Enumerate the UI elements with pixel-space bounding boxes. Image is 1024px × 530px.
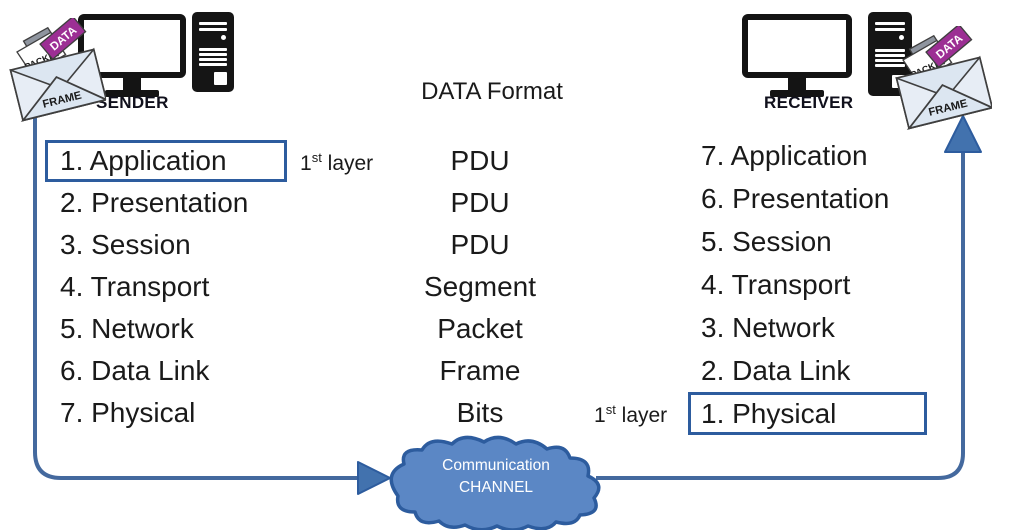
tower-vent bbox=[199, 28, 227, 31]
flow-line-receiver-up bbox=[596, 150, 965, 480]
tower-vent bbox=[199, 22, 227, 25]
osi-layer-row: 4. Transport bbox=[701, 268, 851, 300]
tower-vent bbox=[875, 59, 905, 62]
note-ordinal-suffix: st bbox=[605, 402, 616, 417]
tower-power-led bbox=[899, 35, 904, 40]
data-tag: DATA bbox=[925, 26, 973, 69]
osi-layer-row: 6. Data Link bbox=[60, 355, 210, 386]
monitor-neck bbox=[123, 78, 141, 90]
data-format-value: PDU bbox=[450, 187, 510, 218]
tower-vent bbox=[199, 63, 227, 66]
arrowhead-right-icon bbox=[357, 461, 391, 495]
envelope-flap-front bbox=[906, 83, 992, 130]
osi-layer-row: 3. Session bbox=[60, 229, 191, 260]
tower-vent bbox=[199, 58, 227, 61]
first-layer-note-sender: 1st layer bbox=[300, 150, 373, 176]
data-format-value: PDU bbox=[450, 229, 510, 260]
flow-line-sender-down bbox=[33, 118, 358, 480]
osi-layer-row: 5. Session bbox=[701, 225, 832, 257]
sender-envelope-icon: PACKET DATA FRAME bbox=[9, 18, 106, 122]
osi-layer-row-highlighted: 1. Physical bbox=[688, 392, 927, 435]
data-format-value: Packet bbox=[437, 313, 523, 344]
arrowhead-up-icon bbox=[944, 115, 982, 153]
data-format-column: PDU PDU PDU Segment Packet Frame Bits bbox=[380, 140, 580, 434]
note-text: layer bbox=[615, 404, 668, 427]
tower-vent bbox=[875, 22, 905, 25]
sender-label: SENDER bbox=[96, 93, 169, 112]
channel-label-line1: Communication bbox=[442, 457, 550, 474]
monitor-neck bbox=[788, 78, 806, 90]
sender-monitor-icon bbox=[78, 14, 186, 112]
tower-vent bbox=[875, 64, 905, 67]
monitor-base bbox=[105, 90, 159, 97]
osi-layer-row: 7. Physical bbox=[60, 397, 196, 428]
data-format-value: Frame bbox=[439, 355, 521, 386]
note-ordinal-suffix: st bbox=[311, 150, 322, 165]
data-format-value: PDU bbox=[450, 145, 510, 176]
tower-vent bbox=[875, 54, 905, 57]
tower-drive-bay bbox=[214, 72, 227, 85]
monitor-screen bbox=[78, 14, 186, 78]
data-format-value: Segment bbox=[423, 271, 537, 302]
sender-tower-icon bbox=[192, 12, 234, 92]
tower-vent bbox=[875, 28, 905, 31]
tower-vent bbox=[199, 48, 227, 51]
tower-vent bbox=[199, 53, 227, 56]
data-format-value: Bits bbox=[456, 397, 504, 428]
data-tag-ribbon bbox=[925, 26, 973, 69]
osi-layer-row: 7. Application bbox=[701, 139, 868, 171]
note-number: 1 bbox=[594, 404, 606, 427]
tower-vent bbox=[875, 49, 905, 52]
note-text: layer bbox=[321, 152, 374, 175]
envelope-flap-front bbox=[20, 75, 106, 122]
sender-osi-stack: 1. Application 2. Presentation 3. Sessio… bbox=[45, 140, 287, 434]
data-format-title: DATA Format bbox=[421, 78, 563, 105]
osi-layer-row: 4. Transport bbox=[60, 271, 210, 302]
receiver-monitor-icon bbox=[742, 14, 852, 112]
receiver-envelope-icon: PACKET DATA FRAME bbox=[895, 26, 992, 130]
receiver-label: RECEIVER bbox=[764, 93, 854, 112]
osi-layer-row: 5. Network bbox=[60, 313, 194, 344]
first-layer-note-receiver: 1st layer bbox=[594, 402, 667, 428]
osi-layer-row: 2. Data Link bbox=[701, 354, 851, 386]
note-number: 1 bbox=[300, 152, 312, 175]
monitor-base bbox=[770, 90, 824, 97]
channel-label-line2: CHANNEL bbox=[458, 479, 534, 496]
monitor-screen bbox=[742, 14, 852, 78]
osi-layer-row-highlighted: 1. Application bbox=[45, 140, 287, 182]
osi-layer-row: 6. Presentation bbox=[701, 182, 890, 214]
data-tag-ribbon bbox=[39, 18, 87, 61]
communication-cloud-icon bbox=[389, 435, 601, 530]
osi-layer-row: 2. Presentation bbox=[60, 187, 249, 218]
communication-channel-label: Communication CHANNEL bbox=[402, 455, 590, 499]
receiver-osi-stack: 7. Application 6. Presentation 5. Sessio… bbox=[688, 134, 927, 435]
tower-power-led bbox=[221, 35, 226, 40]
osi-layer-row: 3. Network bbox=[701, 311, 835, 343]
